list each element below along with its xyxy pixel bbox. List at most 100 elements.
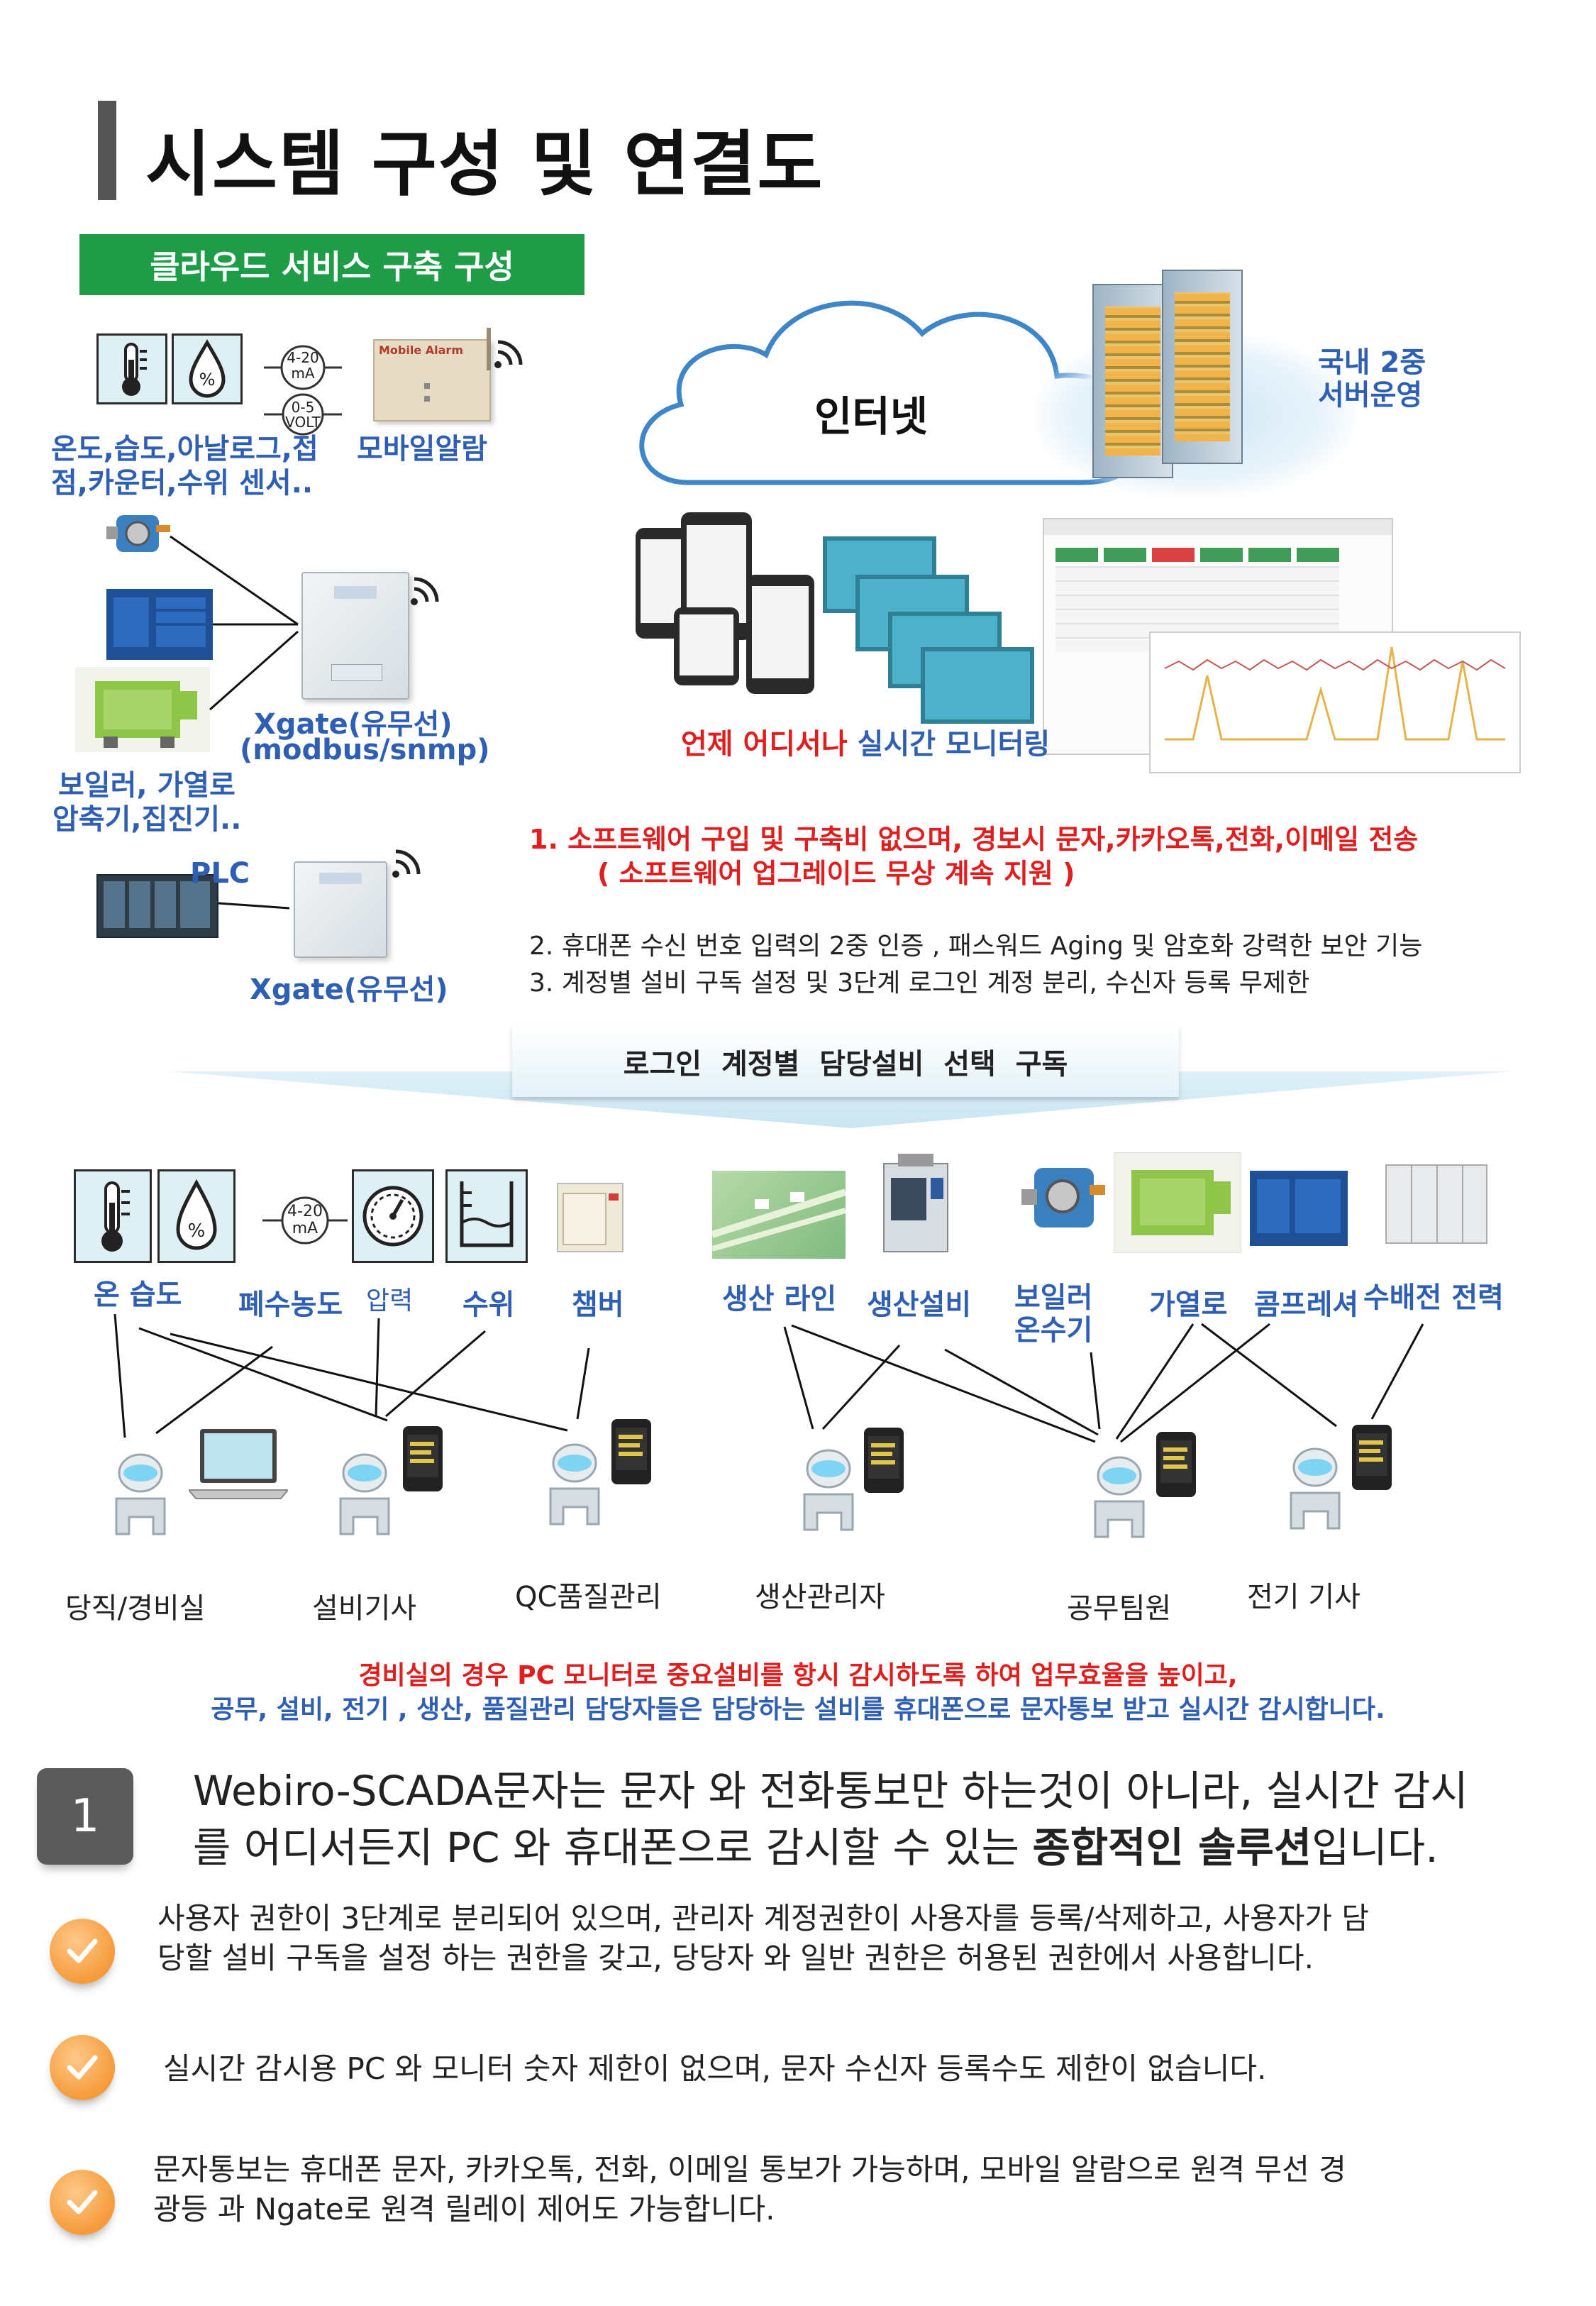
equipment-label-production-equipment: 생산설비 — [867, 1289, 972, 1321]
wifi-icon — [392, 849, 421, 878]
title-bar-accent — [98, 101, 116, 200]
compressor-image — [1250, 1171, 1348, 1246]
subscription-banner-text: 로그인 계정별 담당설비 선택 구독 — [623, 1048, 1068, 1081]
signal-420-value: 4-20 — [287, 349, 319, 366]
summary-line2-b: 입니다. — [1312, 1824, 1439, 1872]
role-label-electrician: 전기 기사 — [1247, 1581, 1361, 1613]
trend-chart-screenshot — [1149, 631, 1521, 773]
server-rack-left — [1092, 284, 1173, 478]
wifi-icon — [411, 577, 439, 605]
bullet-3-text: 문자통보는 휴대폰 문자, 카카오톡, 전화, 이메일 통보가 가능하며, 모바… — [153, 2150, 1346, 2229]
summary-number-badge: 1 — [37, 1768, 133, 1865]
summary-line1: Webiro-SCADA문자는 문자 와 전화통보만 하는것이 아니라, 실시간… — [193, 1767, 1468, 1815]
furnace-image — [1114, 1152, 1241, 1253]
equipment-label-temp-humidity: 온 습도 — [94, 1279, 182, 1311]
bullet-2-text: 실시간 감시용 PC 와 모니터 숫자 제한이 없으며, 문자 수신자 등록수도… — [163, 2049, 1266, 2089]
signal-420-icon — [262, 1196, 348, 1245]
mobile-alarm-device: Mobile Alarm — [373, 339, 491, 421]
bullet-1-text: 사용자 권한이 3단계로 분리되어 있으며, 관리자 계정권한이 사용자를 등록… — [157, 1899, 1369, 1978]
thermometer-icon — [96, 333, 167, 404]
checkmark-icon — [50, 2170, 115, 2235]
note-blue: 공무, 설비, 전기 , 생산, 품질관리 담당자들은 담당하는 설비를 휴대폰… — [211, 1695, 1385, 1724]
sensor-label-line1: 온도,습도,아날로그,접 — [51, 433, 318, 465]
feature-item-1-line2: ( 소프트웨어 업그레이드 무상 계속 지원 ) — [597, 858, 1075, 889]
role-label-qc: QC품질관리 — [515, 1581, 662, 1613]
internet-label: 인터넷 — [814, 392, 929, 441]
furnace-image — [75, 667, 210, 752]
equipment-label-boiler: 보일러 — [1014, 1281, 1093, 1314]
equipment-label-production-line: 생산 라인 — [722, 1283, 837, 1315]
feature-item-1-line1: 1. 소프트웨어 구입 및 구축비 없으며, 경보시 문자,카카오톡,전화,이메… — [529, 824, 1419, 855]
checkmark-icon — [50, 2035, 115, 2100]
signal-420-text: 4-20 mA — [282, 350, 324, 381]
server-note-line2: 서버운영 — [1318, 379, 1423, 412]
boiler-furnace-label-line1: 보일러, 가열로 — [58, 769, 235, 802]
mobile-alarm-label: 모바일알람 — [357, 433, 487, 465]
smartphone-image — [746, 575, 814, 694]
subscription-connection-lines — [113, 1313, 1424, 1443]
desktop-monitor-image — [921, 647, 1034, 724]
svg-text:%: % — [199, 370, 216, 390]
equipment-label-pressure: 압력 — [366, 1286, 414, 1315]
switchgear-image — [1383, 1158, 1490, 1249]
plc-label: PLC — [190, 857, 250, 890]
signal-420-value: 4-20 — [287, 1203, 323, 1220]
server-rack-right — [1162, 270, 1243, 464]
note-red: 경비실의 경우 PC 모니터로 중요설비를 항시 감시하도록 하여 업무효율을 … — [358, 1661, 1238, 1690]
equipment-label-compressor: 콤프레셔 — [1254, 1289, 1359, 1321]
user-avatar-icon — [1078, 1452, 1163, 1547]
signal-420-text: 4-20 mA — [284, 1203, 326, 1237]
user-avatar-icon — [533, 1439, 619, 1534]
sensor-label-line2: 점,카운터,수위 센서.. — [51, 467, 314, 500]
realtime-monitoring-caption: 언제 어디서나 실시간 모니터링 — [681, 721, 1050, 762]
signal-420-unit: mA — [291, 365, 315, 382]
signal-05v-unit: VOLT — [285, 414, 321, 431]
mobile-alarm-antenna — [487, 328, 491, 370]
role-label-maintenance: 공무팀원 — [1067, 1592, 1172, 1625]
mobile-phone-icon — [1156, 1432, 1196, 1497]
equipment-label-wastewater: 폐수농도 — [238, 1289, 343, 1321]
signal-05v-icon — [264, 393, 342, 436]
feature-item-2: 2. 휴대폰 수신 번호 입력의 2중 인증 , 패스워드 Aging 및 암호… — [529, 932, 1423, 961]
monitoring-blue-text: 실시간 모니터링 — [847, 728, 1051, 761]
pressure-gauge-icon — [352, 1169, 434, 1263]
mobile-phone-icon — [1352, 1425, 1392, 1490]
feature-item-3: 3. 계정별 설비 구독 설정 및 3단계 로그인 계정 분리, 수신자 등록 … — [529, 969, 1310, 998]
equipment-label-power: 수배전 전력 — [1363, 1281, 1504, 1314]
user-avatar-icon — [787, 1445, 872, 1540]
page-title: 시스템 구성 및 연결도 — [145, 123, 824, 206]
xgate-label-line1: Xgate(유무선) — [254, 708, 453, 741]
bullet-2-line1: 실시간 감시용 PC 와 모니터 숫자 제한이 없으며, 문자 수신자 등록수도… — [163, 2051, 1267, 2086]
boiler-image — [1021, 1157, 1107, 1242]
equipment-label-chamber: 챔버 — [572, 1289, 624, 1321]
cloud-service-banner-text: 클라우드 서비스 구축 구성 — [150, 248, 514, 286]
chamber-image — [555, 1178, 626, 1256]
xgate-connection-lines — [170, 535, 299, 910]
xgate-device — [301, 572, 409, 700]
xgate-label-line2: (modbus/snmp) — [240, 734, 490, 766]
summary-number: 1 — [70, 1790, 100, 1843]
monitoring-red-text: 언제 어디서나 — [681, 728, 848, 761]
boiler-image — [106, 505, 170, 562]
mobile-phone-icon — [403, 1426, 443, 1491]
xgate-bottom-label: Xgate(유무선) — [250, 973, 448, 1006]
wifi-icon — [494, 340, 523, 368]
mobile-phone-icon — [611, 1419, 651, 1484]
signal-05v-text: 0-5 VOLT — [282, 400, 324, 430]
summary-headline: Webiro-SCADA문자는 문자 와 전화통보만 하는것이 아니라, 실시간… — [193, 1762, 1468, 1876]
user-avatar-icon — [1274, 1443, 1359, 1538]
cloud-service-banner: 클라우드 서비스 구축 구성 — [79, 234, 584, 295]
user-avatar-icon — [99, 1449, 184, 1544]
bullet-3-line1: 문자통보는 휴대폰 문자, 카카오톡, 전화, 이메일 통보가 가능하며, 모바… — [153, 2152, 1346, 2187]
mobile-phone-icon — [864, 1428, 904, 1493]
water-level-icon — [445, 1169, 528, 1263]
humidity-drop-icon: % — [157, 1169, 235, 1263]
container-unit-image — [106, 589, 213, 660]
signal-05v-value: 0-5 — [291, 399, 315, 416]
summary-line2-bold: 종합적인 솔루션 — [1032, 1824, 1312, 1872]
user-avatar-icon — [323, 1449, 409, 1544]
thermometer-icon — [74, 1169, 152, 1263]
bullet-1-line1: 사용자 권한이 3단계로 분리되어 있으며, 관리자 계정권한이 사용자를 등록… — [157, 1901, 1370, 1936]
plc-module-image — [96, 874, 218, 938]
server-note-line1: 국내 2중 — [1318, 346, 1426, 379]
